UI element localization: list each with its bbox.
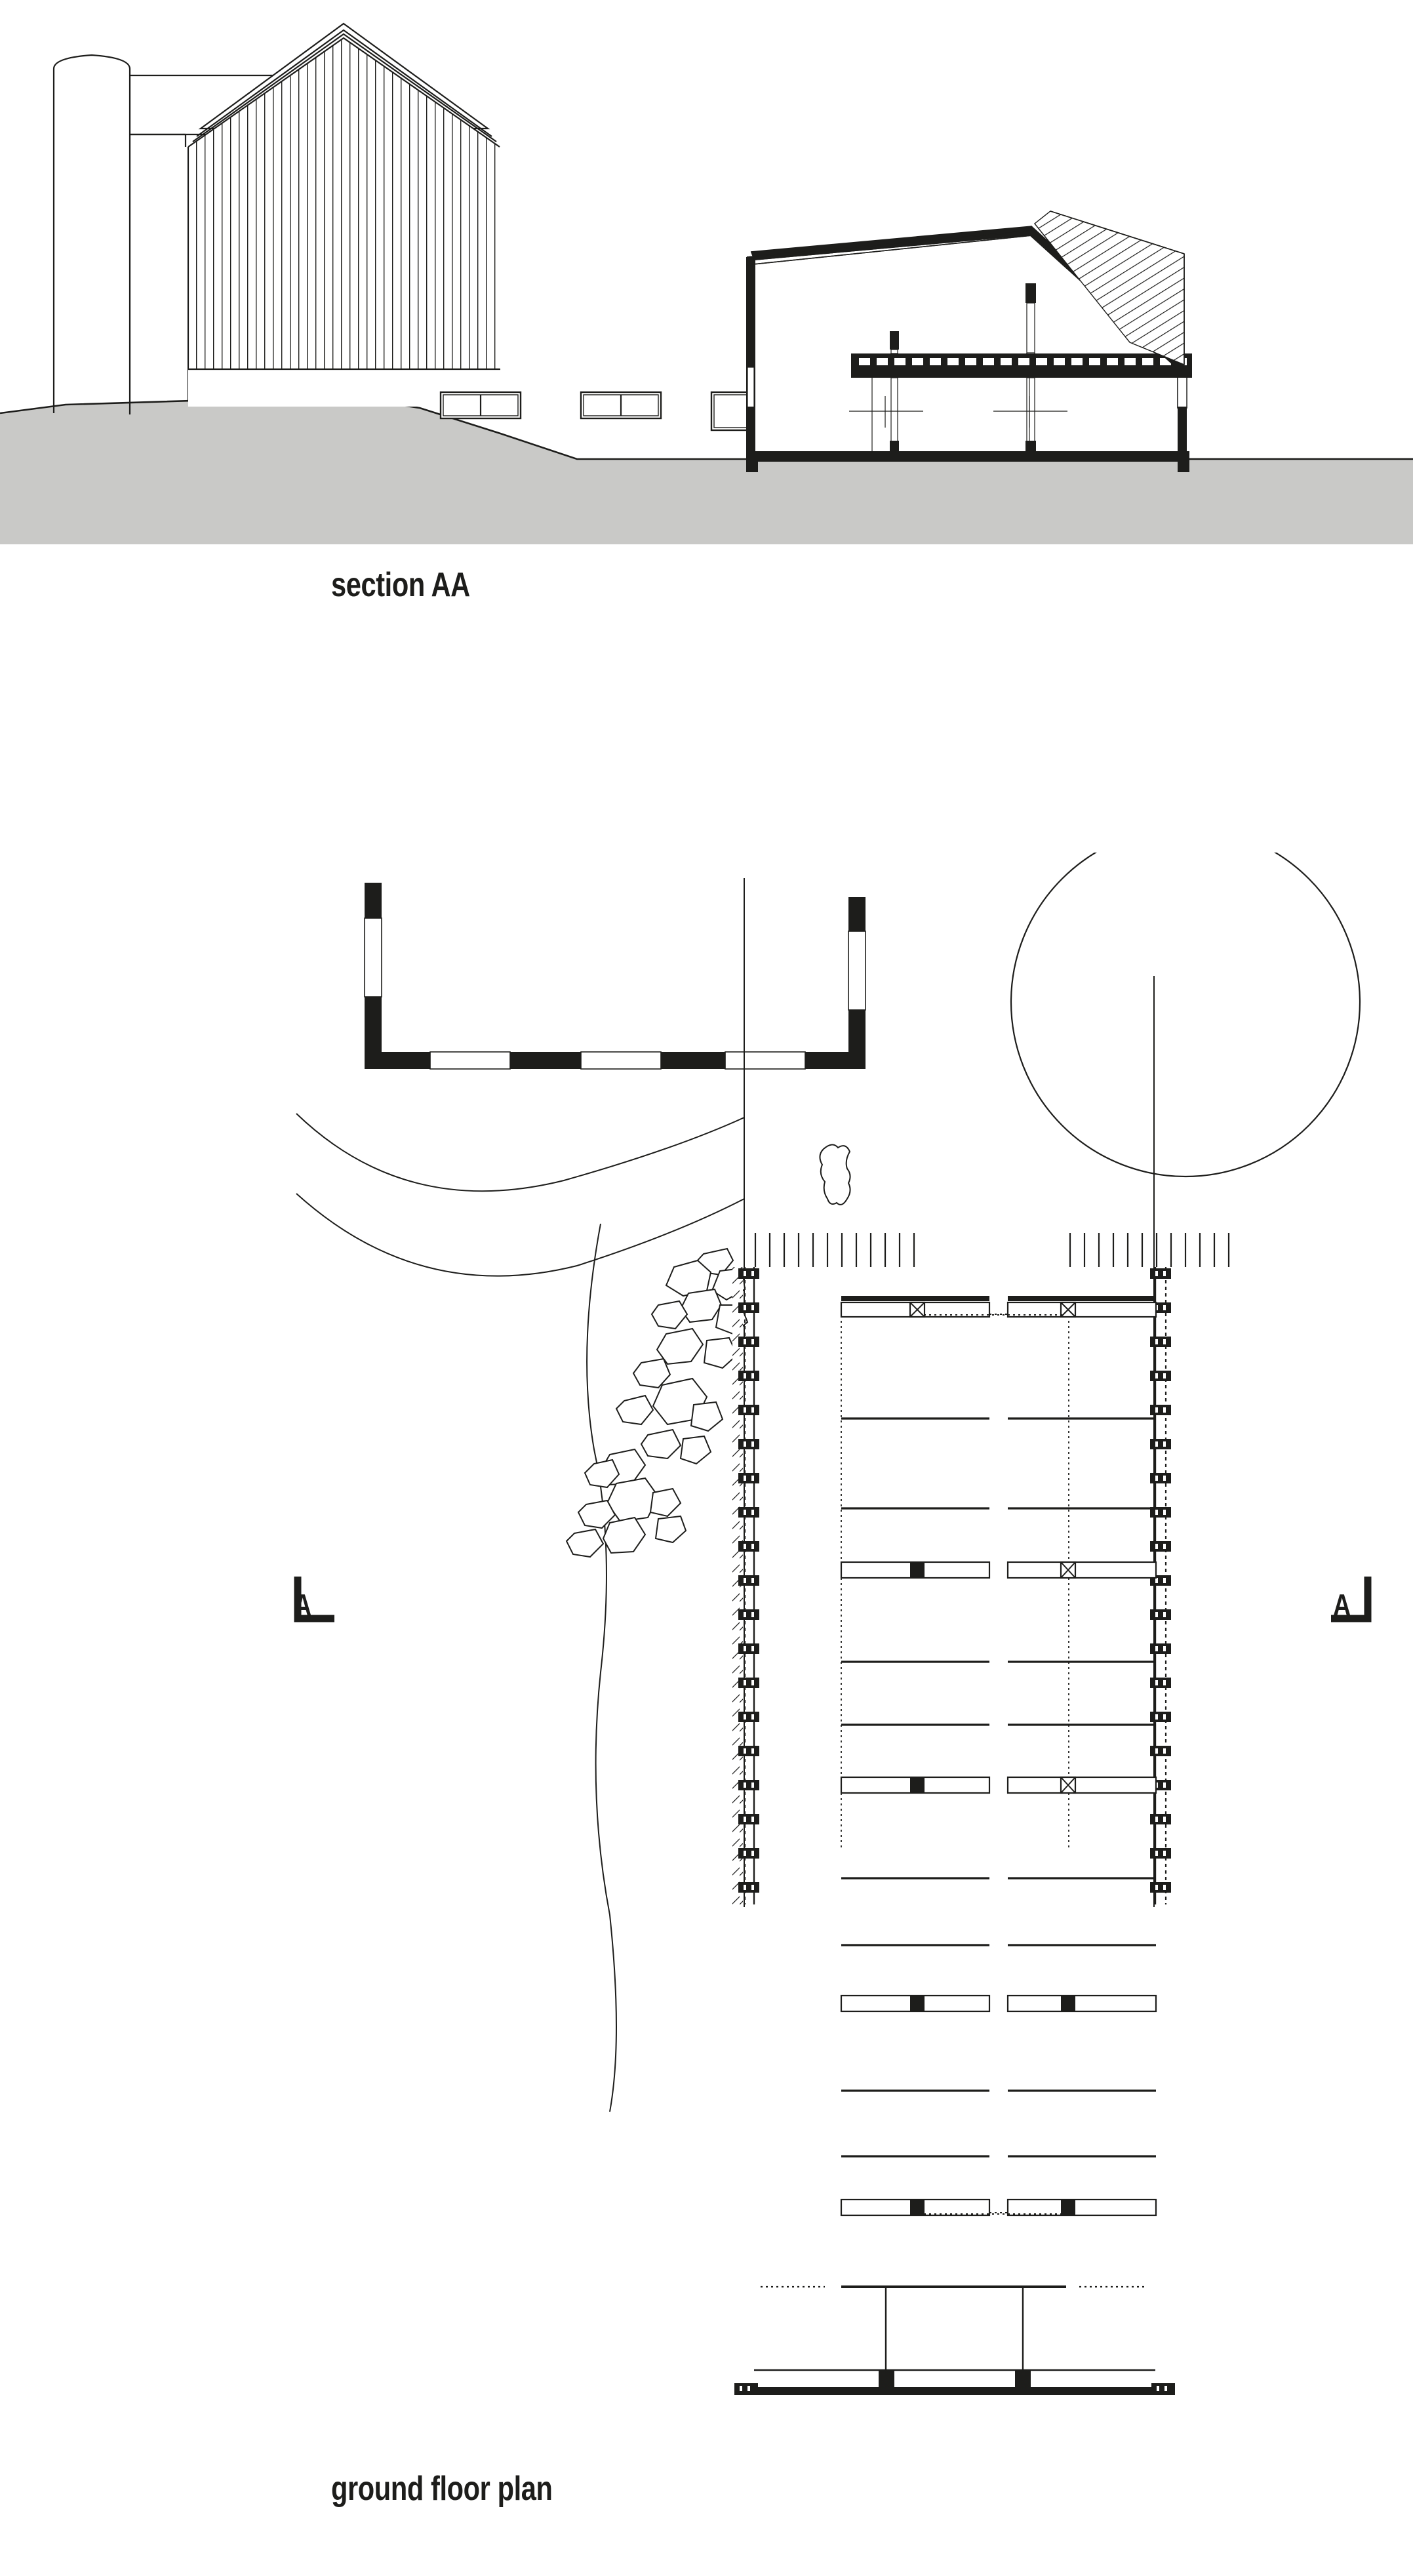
section-terrain — [0, 395, 1413, 544]
comb-hatch-right — [1069, 1233, 1230, 1267]
stall-divider — [1006, 1301, 1157, 1318]
tree-canopy — [1010, 853, 1361, 1178]
section-marker-left — [294, 1577, 334, 1622]
stall-divider — [1006, 1561, 1157, 1579]
section-drawing — [0, 22, 1413, 544]
rock-scree — [565, 1247, 749, 1558]
bottom-wall — [734, 2369, 1175, 2395]
stall-divider — [840, 1994, 991, 2013]
plan-drawing — [294, 853, 1372, 2395]
contour-lines — [296, 1113, 745, 1277]
section-caption: section AA — [331, 566, 470, 604]
barn-windows — [439, 391, 793, 432]
stall-divider — [840, 1561, 991, 1579]
section-marker-right — [1331, 1577, 1372, 1622]
stall-divider — [1006, 1994, 1157, 2013]
plan-caption: ground floor plan — [331, 2470, 553, 2508]
small-boulder — [819, 1144, 851, 1205]
section-marker-right-letter: A — [1333, 1588, 1351, 1622]
building-axis-lines — [744, 878, 1155, 1907]
stall-divider — [840, 2198, 991, 2217]
stall-divider — [840, 1776, 991, 1794]
bottom-partition — [761, 2285, 1146, 2370]
right-wall — [1150, 1267, 1171, 1904]
u-wing — [364, 883, 866, 1070]
row-tie-dotted-long — [924, 1314, 1062, 2215]
comb-hatch-left — [754, 1233, 915, 1267]
existing-barn — [130, 22, 500, 407]
stall-divider — [1006, 1776, 1157, 1794]
window — [580, 391, 662, 420]
annex-post-overlay — [746, 211, 1192, 472]
stall-divider — [1006, 2198, 1157, 2217]
section-marker-left-letter: A — [294, 1588, 312, 1622]
left-wall — [732, 1267, 759, 1904]
stall-alignment-lines — [841, 1305, 1069, 1849]
window — [439, 391, 522, 420]
row-tie-dotted — [989, 1314, 1008, 2213]
stall-row-left — [840, 1296, 991, 2217]
stall-divider — [840, 1301, 991, 1318]
stall-row-right — [1006, 1296, 1157, 2217]
stream — [586, 1223, 617, 2112]
silo — [52, 54, 131, 414]
